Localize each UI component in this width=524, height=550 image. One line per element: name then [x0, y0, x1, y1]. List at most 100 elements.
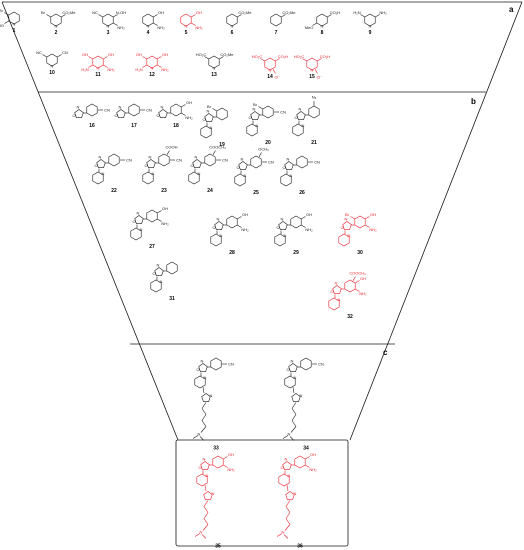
bond — [283, 534, 289, 539]
ring-nitrogen: N — [140, 227, 143, 232]
ring-nitrogen: N — [256, 123, 259, 128]
bond — [305, 456, 310, 460]
ring-bond — [198, 363, 208, 372]
substituent-label: NH₂ — [241, 227, 249, 232]
substituent-label: Cl⁻ — [317, 74, 323, 79]
compound-number: 12 — [149, 72, 155, 78]
ring-nitrogen: N — [97, 66, 100, 71]
ring-bond — [296, 155, 308, 169]
ring-bond — [291, 393, 301, 402]
substituent-label: OH — [228, 452, 234, 457]
ring-bond — [296, 111, 306, 120]
ring-oxygen: O — [236, 165, 239, 170]
ring-nitrogen: N — [302, 123, 305, 128]
substituent-label: OH — [82, 52, 88, 57]
ring-nitrogen: N — [77, 105, 80, 110]
bond — [157, 64, 162, 68]
substituent-label: OH — [360, 276, 366, 281]
ring-oxygen: O — [152, 271, 155, 276]
compound-number: 30 — [357, 250, 363, 256]
substituent-label: CO₂H — [278, 54, 289, 59]
bond — [113, 14, 118, 18]
bond — [4, 12, 9, 16]
ring-nitrogen: N — [206, 473, 209, 478]
substituent-label: COOCH₃ — [349, 271, 366, 276]
substituent-label: CO₂Me — [220, 52, 234, 57]
bond — [350, 216, 355, 220]
ring-nitrogen: N — [147, 24, 150, 29]
compound-number: 15 — [309, 74, 315, 80]
ring-oxygen: O — [282, 165, 285, 170]
ring-nitrogen: N — [269, 68, 272, 73]
substituent-label: OH — [370, 212, 376, 217]
ring-nitrogen: N — [13, 22, 16, 27]
section-label-b: b — [471, 97, 476, 106]
bond — [57, 54, 62, 58]
bond — [284, 524, 291, 531]
ring-bond — [292, 123, 304, 137]
bond — [291, 402, 297, 409]
ring-bond — [203, 491, 213, 500]
substituent-label: H₂N — [353, 10, 360, 15]
bond — [201, 414, 207, 421]
bond — [212, 150, 216, 155]
ring-bond — [86, 103, 98, 117]
substituent-label: OH — [162, 52, 168, 57]
ring-bond — [146, 159, 156, 168]
ring-bond — [278, 473, 290, 487]
ring-oxygen: O — [280, 465, 283, 470]
compound-number: 21 — [311, 140, 317, 146]
substituent-label: CN — [146, 108, 152, 113]
compound-number: 22 — [111, 188, 117, 194]
ring-nitrogen: N — [369, 24, 372, 29]
ring-bond — [158, 153, 170, 167]
bond — [258, 152, 262, 157]
substituent-label: CN — [228, 362, 234, 367]
bond — [285, 506, 291, 513]
ring-nitrogen: N — [300, 393, 303, 398]
ring-oxygen: O — [132, 219, 135, 224]
ring-nitrogen: N — [55, 24, 58, 29]
ring-nitrogen: N — [201, 359, 204, 364]
substituent-label: CN — [176, 158, 182, 163]
bond — [202, 386, 205, 394]
substituent-label: COOCH₃ — [209, 145, 226, 150]
ring-bond — [214, 221, 224, 230]
substituent-label: NH₂ — [227, 467, 235, 472]
substituent-label: OH — [306, 212, 312, 217]
bond — [153, 22, 158, 26]
bond — [157, 210, 162, 214]
ring-nitrogen: N — [231, 24, 234, 29]
bond — [365, 216, 370, 220]
ring-bond — [274, 233, 286, 247]
compound-number: 4 — [147, 30, 150, 36]
substituent-label: CN — [62, 50, 68, 55]
compound-number: 34 — [303, 446, 309, 452]
compound-number: 20 — [265, 140, 271, 146]
compound-number: 16 — [89, 123, 95, 129]
substituent-label: NH₂ — [195, 25, 203, 30]
compound-number: 6 — [231, 30, 234, 36]
ring-bond — [234, 173, 246, 187]
compound-number: 27 — [149, 244, 155, 250]
compound-number: 32 — [347, 314, 353, 320]
ring-nitrogen: N — [210, 393, 213, 398]
substituent-label: H₂N — [81, 67, 88, 72]
ring-nitrogen: N — [281, 217, 284, 222]
ring-nitrogen: N — [253, 107, 256, 112]
substituent-label: NH₂ — [305, 227, 313, 232]
ring-nitrogen: N — [107, 24, 110, 29]
bond — [219, 56, 224, 60]
ring-bond — [328, 297, 340, 311]
substituent-label: CO₂H — [320, 54, 331, 59]
final-compounds-box — [175, 439, 349, 547]
bond — [201, 402, 207, 409]
ring-nitrogen: N — [241, 157, 244, 162]
